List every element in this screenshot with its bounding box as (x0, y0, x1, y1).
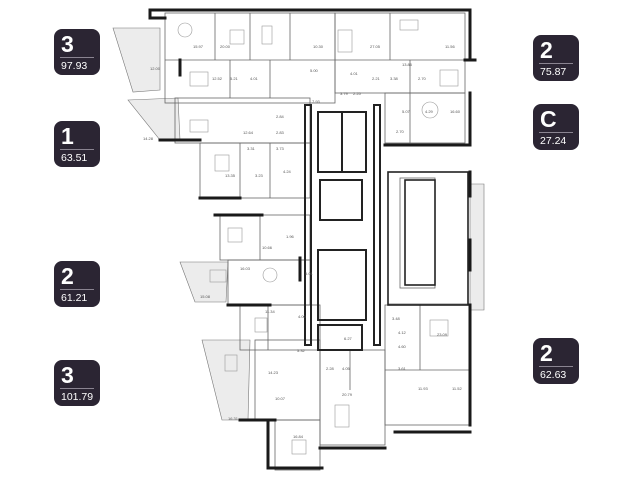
atrium (387, 171, 469, 306)
area-label: 7.93 (312, 99, 321, 104)
area-label: 2.70 (418, 76, 427, 81)
area-label: 3.61 (398, 366, 407, 371)
area-label: 4.01 (250, 76, 259, 81)
apartment-badge[interactable]: 2 75.87 (533, 35, 579, 81)
area-label: 16.31 (228, 416, 239, 421)
apartment-badge[interactable]: 3 97.93 (54, 29, 100, 75)
apartment-area: 63.51 (61, 152, 88, 164)
divider (539, 366, 573, 367)
balconies (112, 27, 485, 421)
room-count: 2 (61, 263, 74, 289)
area-label: 16.03 (240, 266, 251, 271)
area-label: 1.96 (286, 234, 295, 239)
area-label: 4.29 (425, 109, 434, 114)
room-area-labels: 15.97 20.00 10.30 27.05 11.56 12.00 12.5… (143, 44, 462, 439)
apartment-badge[interactable]: 1 63.51 (54, 121, 100, 167)
area-label: 20.79 (342, 392, 353, 397)
apartment-walls (164, 12, 471, 471)
apartment-badge[interactable]: 2 62.63 (533, 338, 579, 384)
area-label: 12.00 (150, 66, 161, 71)
divider (60, 388, 94, 389)
apartment-area: 62.63 (540, 369, 567, 381)
area-label: 3.79 (340, 91, 349, 96)
area-label: 16.84 (293, 434, 304, 439)
area-label: 5.00 (310, 68, 319, 73)
area-label: 11.93 (418, 386, 428, 391)
apartment-badge[interactable]: 2 61.21 (54, 261, 100, 307)
apartment-area: 75.87 (540, 66, 567, 78)
area-label: 11.52 (452, 386, 462, 391)
area-label: 5.32 (297, 348, 306, 353)
area-label: 3.23 (255, 173, 264, 178)
area-label: 13.35 (225, 173, 236, 178)
area-label: 10.66 (262, 245, 273, 250)
area-label: 16.60 (450, 109, 461, 114)
divider (539, 63, 573, 64)
area-label: 11.56 (445, 44, 455, 49)
area-label: 3.48 (392, 316, 401, 321)
area-label: 5.07 (402, 109, 411, 114)
apartment-area: 27.24 (540, 135, 567, 147)
divider (60, 289, 94, 290)
area-label: 20.00 (220, 44, 231, 49)
area-label: 2.25 (353, 91, 362, 96)
divider (60, 57, 94, 58)
apartment-area: 97.93 (61, 60, 88, 72)
area-label: 2.70 (396, 129, 405, 134)
area-label: 14.28 (143, 136, 154, 141)
building-core (304, 104, 381, 351)
area-label: 23.09 (437, 332, 448, 337)
area-label: 27.05 (370, 44, 381, 49)
divider (539, 132, 573, 133)
apartment-area: 61.21 (61, 292, 88, 304)
apartment-badge[interactable]: C 27.24 (533, 104, 579, 150)
area-label: 15.97 (193, 44, 204, 49)
area-label: 13.86 (402, 62, 413, 67)
area-label: 5.21 (230, 76, 239, 81)
area-label: 4.24 (283, 169, 292, 174)
furniture (177, 19, 459, 455)
area-label: 6.27 (344, 336, 353, 341)
room-count: 3 (61, 31, 74, 57)
apartment-area: 101.79 (61, 391, 94, 403)
area-label: 10.07 (275, 396, 286, 401)
area-label: 12.64 (243, 130, 254, 135)
area-label: 3.31 (247, 146, 256, 151)
area-label: 2.83 (276, 130, 285, 135)
area-label: 4.00 (298, 314, 307, 319)
area-label: 4.05 (342, 366, 351, 371)
room-count: 2 (540, 340, 553, 366)
area-label: 2.21 (372, 76, 381, 81)
exterior-walls (148, 8, 477, 470)
area-label: 4.60 (398, 344, 407, 349)
area-label: 2.28 (326, 366, 335, 371)
area-label: 12.52 (212, 76, 223, 81)
area-label: 10.30 (313, 44, 324, 49)
area-label: 2.84 (276, 114, 285, 119)
area-label: 15.08 (200, 294, 211, 299)
room-count: 2 (540, 37, 553, 63)
room-count: 3 (61, 362, 74, 388)
area-label: 3.38 (390, 76, 399, 81)
area-label: 4.01 (350, 71, 359, 76)
divider (60, 149, 94, 150)
area-label: 5.01 (305, 271, 314, 276)
area-label: 11.34 (265, 309, 275, 314)
area-label: 14.23 (268, 370, 279, 375)
apartment-badge[interactable]: 3 101.79 (54, 360, 100, 406)
area-label: 3.73 (276, 146, 285, 151)
room-count: 1 (61, 123, 74, 149)
area-label: 4.12 (398, 330, 407, 335)
room-count: C (540, 106, 557, 132)
